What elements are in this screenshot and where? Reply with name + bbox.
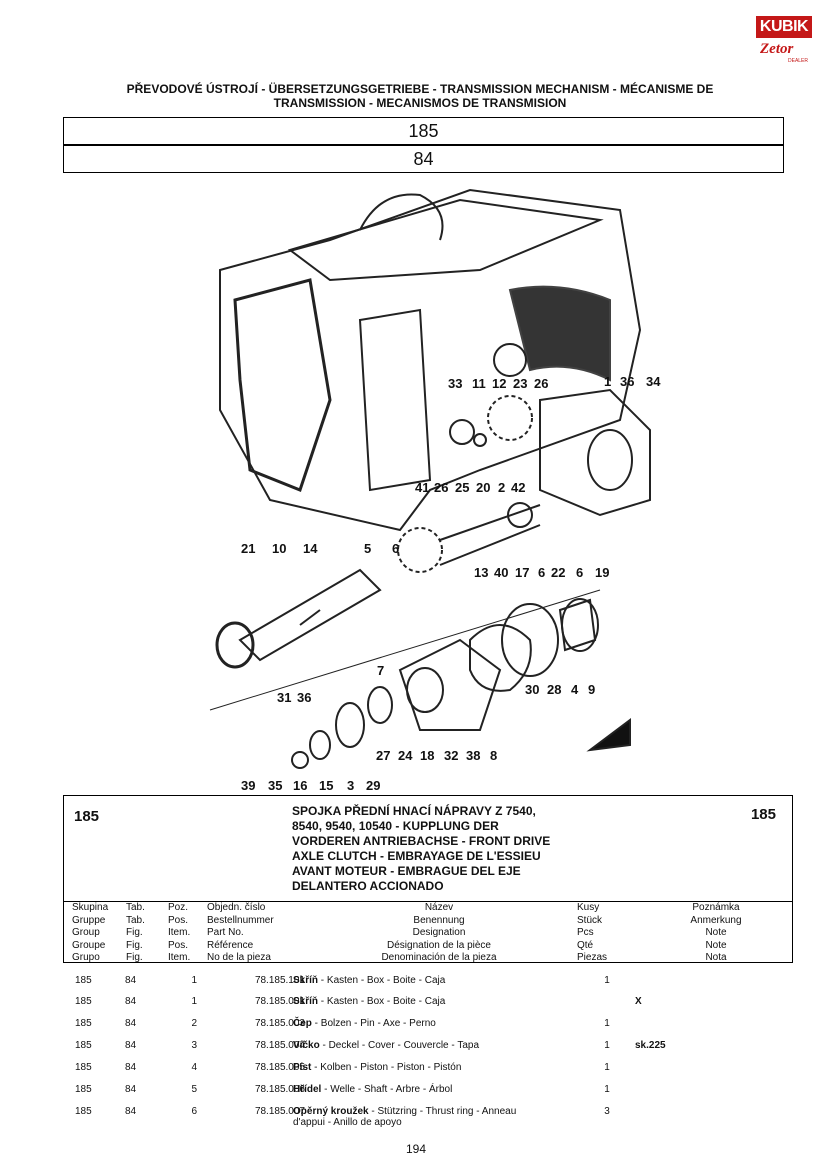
logo-dealer-text: DEALER bbox=[788, 58, 809, 64]
callout-36b: 36 bbox=[297, 690, 312, 705]
callout-32: 32 bbox=[444, 748, 459, 763]
page-number: 194 bbox=[406, 1142, 427, 1156]
callout-30: 30 bbox=[525, 682, 540, 697]
col-group-header: Skupina Gruppe Group Groupe Grupo bbox=[72, 902, 109, 963]
part-name: Víčko - Deckel - Cover - Couvercle - Tap… bbox=[293, 1040, 479, 1051]
callout-35: 35 bbox=[268, 778, 283, 793]
callout-6: 6 bbox=[392, 541, 400, 556]
callout-25: 25 bbox=[455, 480, 470, 495]
part-name: Čep - Bolzen - Pin - Axe - Perno bbox=[293, 1018, 436, 1029]
callout-19: 19 bbox=[595, 565, 610, 580]
callout-6c: 6 bbox=[576, 565, 584, 580]
group-number: 185 bbox=[408, 121, 439, 141]
col-pos-header: Poz. Pos. Item. Pos. Item. bbox=[168, 902, 191, 963]
document-title: PŘEVODOVÉ ÚSTROJÍ - ÜBERSETZUNGSGETRIEBE… bbox=[126, 82, 714, 110]
part-name: Skříň - Kasten - Box - Boite - Caja bbox=[293, 996, 446, 1007]
assembly-name-line: DELANTERO ACCIONADO bbox=[292, 879, 444, 893]
assembly-group-right: 185 bbox=[750, 806, 776, 823]
callout-22: 22 bbox=[551, 565, 566, 580]
assembly-name-line: VORDEREN ANTRIEBACHSE - FRONT DRIVE bbox=[292, 834, 551, 848]
callout-31: 31 bbox=[277, 690, 292, 705]
assembly-group-left: 185 bbox=[74, 808, 100, 825]
col-table-header: Tab. Tab. Fig. Fig. Fig. bbox=[126, 902, 145, 963]
group-number-box: 185 bbox=[63, 117, 784, 145]
callout-8: 8 bbox=[490, 748, 498, 763]
callout-23: 23 bbox=[513, 376, 528, 391]
callout-17: 17 bbox=[515, 565, 530, 580]
exploded-view-diagram: 33 11 12 23 26 1 36 34 41 26 25 20 2 42 … bbox=[180, 170, 660, 800]
callout-36: 36 bbox=[620, 374, 635, 389]
logo-kubik-text: KUBIK bbox=[756, 16, 812, 38]
callout-18: 18 bbox=[420, 748, 435, 763]
callout-11: 11 bbox=[472, 376, 486, 391]
table-row: 185 84 4 78.185.005 Píst - Kolben - Pist… bbox=[75, 1062, 610, 1073]
callout-12: 12 bbox=[492, 376, 507, 391]
assembly-name-line: SPOJKA PŘEDNÍ HNACÍ NÁPRAVY Z 7540, bbox=[292, 804, 536, 818]
callout-10: 10 bbox=[272, 541, 287, 556]
table-number: 84 bbox=[413, 149, 434, 169]
assembly-name-line: AXLE CLUTCH - EMBRAYAGE DE L'ESSIEU bbox=[292, 849, 541, 863]
callout-1: 1 bbox=[604, 374, 612, 389]
callout-26b: 26 bbox=[434, 480, 449, 495]
callout-5: 5 bbox=[364, 541, 372, 556]
callout-29: 29 bbox=[366, 778, 381, 793]
callout-16: 16 bbox=[293, 778, 308, 793]
callout-15: 15 bbox=[319, 778, 334, 793]
callout-34: 34 bbox=[646, 374, 661, 389]
part-name: Píst - Kolben - Piston - Piston - Pistón bbox=[293, 1062, 462, 1073]
kubik-zetor-logo: KUBIK Zetor DEALER bbox=[756, 16, 812, 68]
callout-20: 20 bbox=[476, 480, 491, 495]
callout-42: 42 bbox=[511, 480, 526, 495]
logo-zetor-text: Zetor bbox=[760, 41, 794, 57]
callout-39: 39 bbox=[241, 778, 256, 793]
callout-40: 40 bbox=[494, 565, 509, 580]
callout-21: 21 bbox=[241, 541, 256, 556]
callout-28: 28 bbox=[547, 682, 562, 697]
callout-6b: 6 bbox=[538, 565, 546, 580]
callout-9: 9 bbox=[588, 682, 596, 697]
table-row: 185 84 2 78.185.003 Čep - Bolzen - Pin -… bbox=[75, 1018, 610, 1029]
part-name: Opěrný kroužek - Stützring - Thrust ring… bbox=[293, 1106, 517, 1128]
callout-14: 14 bbox=[303, 541, 318, 556]
col-part-header: Objedn. číslo Bestellnummer Part No. Réf… bbox=[207, 902, 274, 963]
callout-2: 2 bbox=[498, 480, 506, 495]
col-note-header: Poznámka Anmerkung Note Note Nota bbox=[690, 902, 742, 963]
callout-27: 27 bbox=[376, 748, 391, 763]
table-row: 185 84 6 78.185.007 Opěrný kroužek - Stü… bbox=[75, 1106, 610, 1128]
callout-4: 4 bbox=[571, 682, 579, 697]
table-row: 185 84 5 78.185.006 Hřídel - Welle - Sha… bbox=[75, 1084, 610, 1095]
callout-3: 3 bbox=[347, 778, 355, 793]
part-name: Hřídel - Welle - Shaft - Arbre - Árbol bbox=[293, 1084, 453, 1095]
col-qty-header: Kusy Stück Pcs Qté Piezas bbox=[577, 902, 608, 963]
callout-41: 41 bbox=[415, 480, 430, 495]
callout-33: 33 bbox=[448, 376, 463, 391]
callout-38: 38 bbox=[466, 748, 481, 763]
table-row: 185 84 3 78.185.004 Víčko - Deckel - Cov… bbox=[75, 1040, 666, 1051]
parts-table-header: Skupina Gruppe Group Groupe Grupo Tab. T… bbox=[63, 900, 793, 963]
callout-13: 13 bbox=[474, 565, 489, 580]
assembly-info-box: 185 SPOJKA PŘEDNÍ HNACÍ NÁPRAVY Z 7540, … bbox=[63, 795, 793, 902]
diagram-drawing bbox=[209, 188, 651, 769]
assembly-name: SPOJKA PŘEDNÍ HNACÍ NÁPRAVY Z 7540, 8540… bbox=[292, 804, 592, 894]
assembly-name-line: AVANT MOTEUR - EMBRAGUE DEL EJE bbox=[292, 864, 521, 878]
table-row: 185 84 1 78.185.101 Skříň - Kasten - Box… bbox=[75, 975, 610, 986]
col-name-header: Název Benennung Designation Désignation … bbox=[381, 902, 497, 963]
callout-24: 24 bbox=[398, 748, 413, 763]
callout-26: 26 bbox=[534, 376, 549, 391]
part-name: Skříň - Kasten - Box - Boite - Caja bbox=[293, 975, 446, 986]
assembly-name-line: 8540, 9540, 10540 - KUPPLUNG DER bbox=[292, 819, 499, 833]
callout-7: 7 bbox=[377, 663, 385, 678]
table-number-box: 84 bbox=[63, 145, 784, 173]
table-row: 185 84 1 78.185.001 Skříň - Kasten - Box… bbox=[75, 996, 642, 1007]
